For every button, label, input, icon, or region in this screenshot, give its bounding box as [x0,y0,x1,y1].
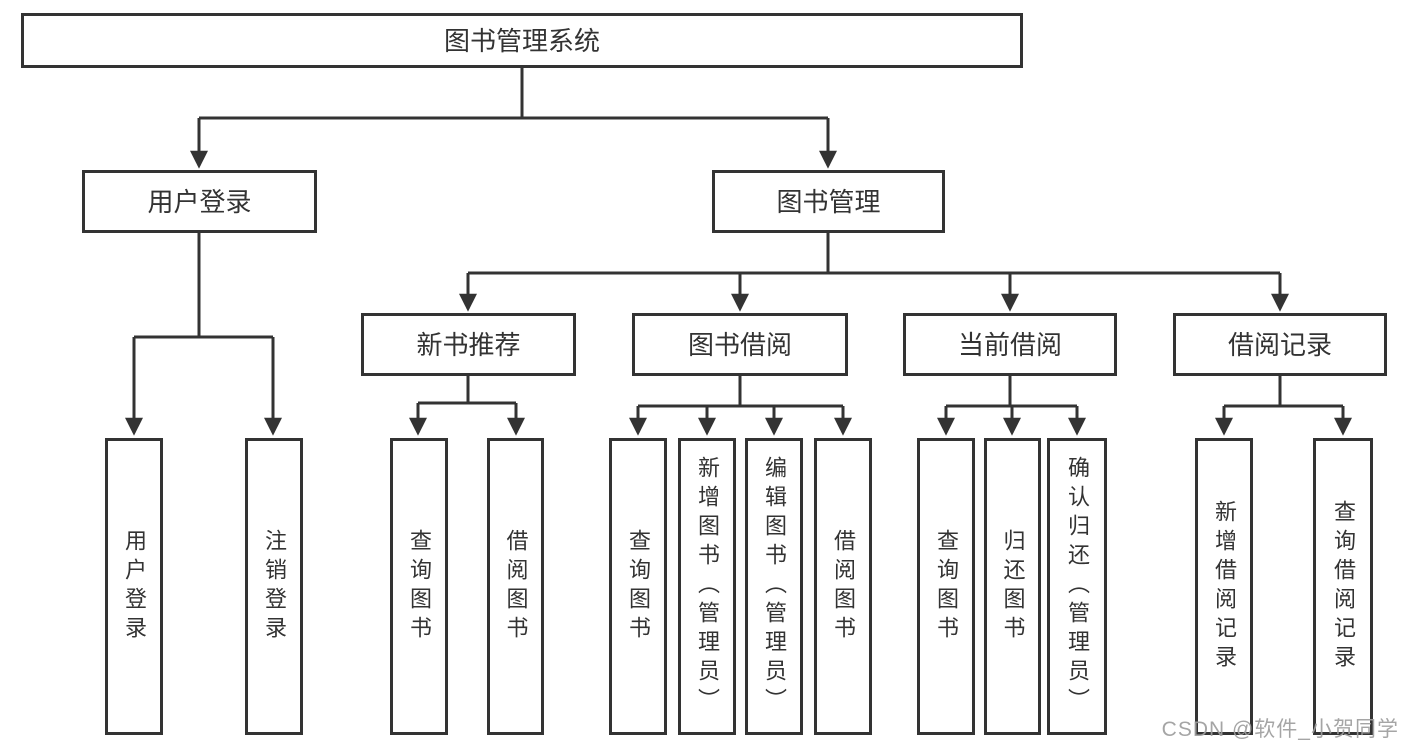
node-root: 图书管理系统 [21,13,1023,68]
edges-user-login [125,233,282,436]
node-leaf-query-borrow-record: 查询借阅记录 [1313,438,1373,735]
node-label: 图书管理系统 [443,25,600,56]
edges-current-borrow [937,376,1086,436]
node-label: 归还图书 [1000,528,1026,645]
node-label: 查询借阅记录 [1331,499,1356,674]
node-label: 图书借阅 [687,329,792,360]
node-label: 查询图书 [934,528,959,645]
edges-root [190,68,837,169]
node-new-book-recommend: 新书推荐 [361,313,576,376]
node-leaf-edit-book-admin: 编辑图书（管理员） [745,438,803,735]
node-label: 用户登录 [122,528,147,645]
node-label: 编辑图书（管理员） [762,456,787,717]
watermark: CSDN @软件_小贺同学 [1161,718,1399,741]
node-leaf-query-books-recommend: 查询图书 [390,438,448,735]
node-label: 借阅图书 [831,528,856,645]
node-leaf-return-books: 归还图书 [984,438,1041,735]
node-label: 查询图书 [407,528,432,645]
node-label: 当前借阅 [957,329,1062,360]
node-label: 新增图书（管理员） [695,456,720,717]
node-leaf-add-book-admin: 新增图书（管理员） [678,438,736,735]
node-leaf-add-borrow-record: 新增借阅记录 [1195,438,1253,735]
node-label: 新书推荐 [416,329,521,360]
edges-book-management [459,233,1289,312]
node-leaf-confirm-return-admin: 确认归还（管理员） [1047,438,1107,735]
node-leaf-logout: 注销登录 [245,438,303,735]
node-leaf-user-login: 用户登录 [105,438,163,735]
node-borrow-records: 借阅记录 [1173,313,1387,376]
node-leaf-query-books-borrow: 查询图书 [609,438,667,735]
edges-borrow-records [1215,376,1352,436]
node-label: 注销登录 [262,528,287,645]
node-leaf-borrow-books: 借阅图书 [814,438,872,735]
node-label: 查询图书 [626,528,651,645]
node-label: 借阅记录 [1227,329,1332,360]
node-label: 图书管理 [776,186,881,217]
node-label: 借阅图书 [503,528,529,645]
edges-book-borrow [629,376,852,436]
node-book-borrow: 图书借阅 [632,313,848,376]
node-current-borrow: 当前借阅 [903,313,1117,376]
node-label: 用户登录 [147,186,252,217]
edges-new-book-recommend [409,376,525,436]
node-leaf-borrow-books-recommend: 借阅图书 [487,438,544,735]
node-leaf-query-books-current: 查询图书 [917,438,975,735]
node-user-login: 用户登录 [82,170,317,233]
node-label: 确认归还（管理员） [1065,456,1090,717]
node-label: 新增借阅记录 [1212,499,1237,674]
node-book-management: 图书管理 [712,170,945,233]
